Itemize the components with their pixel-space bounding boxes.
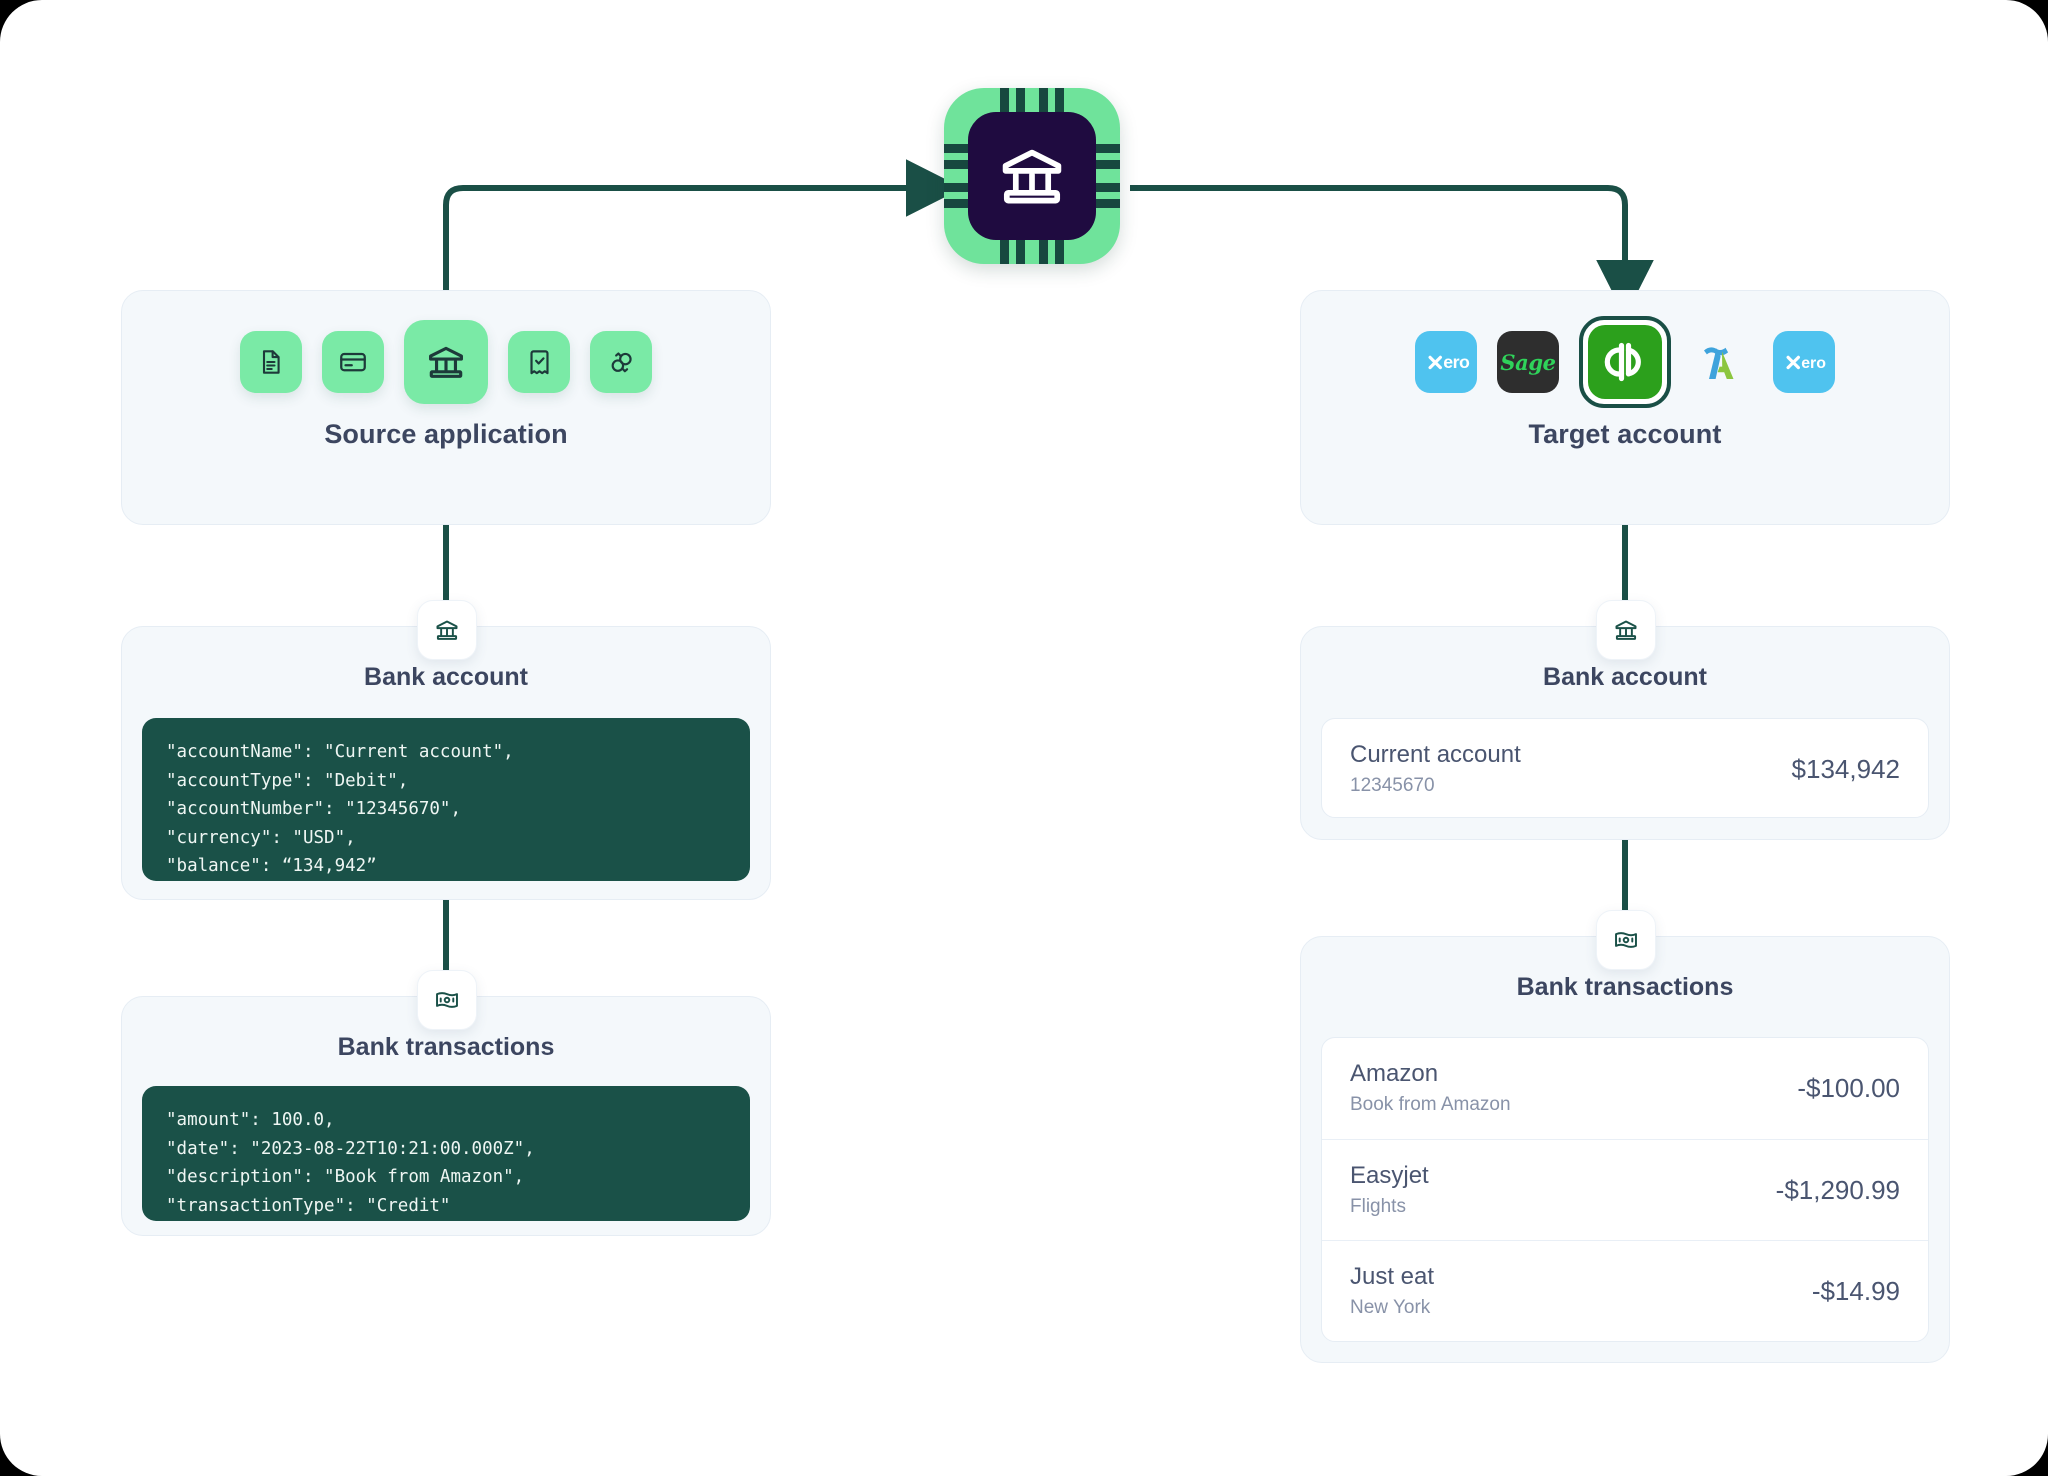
qb-glyph-icon [1604,342,1641,382]
brand-tile-quickbooks-selected[interactable] [1579,316,1671,408]
source-bank-transactions-code: "amount": 100.0, "date": "2023-08-22T10:… [142,1086,750,1221]
bank-icon [1615,620,1637,640]
transaction-amount: -$1,290.99 [1775,1174,1900,1205]
transaction-amount: -$14.99 [1811,1275,1900,1306]
source-tile-transfer-sync[interactable] [590,331,652,393]
account-number: 12345670 [1350,774,1435,796]
source-tile-row [122,291,770,419]
target-account-panel: ero Sage [1300,290,1950,525]
target-bank-account-title: Bank account [1543,663,1707,691]
source-bank-transactions-badge [417,970,477,1030]
quickbooks-logo-icon [1588,325,1662,399]
transaction-detail: Flights [1350,1195,1406,1217]
target-account-title: Target account [1528,419,1722,449]
chip-pins-icon [944,88,1120,264]
transaction-name: Just eat [1350,1262,1435,1290]
transaction-name: Easyjet [1350,1161,1429,1189]
credit-card-icon [340,352,366,372]
table-row[interactable]: Easyjet Flights -$1,290.99 [1322,1139,1928,1240]
transaction-detail: Book from Amazon [1350,1094,1511,1115]
chip-core [968,112,1096,240]
source-bank-account-title: Bank account [364,663,528,691]
source-tile-receipt-check[interactable] [508,331,570,393]
freeagent-logo-icon [1704,347,1734,379]
transaction-row-text: Amazon Book from Amazon [1350,1059,1511,1118]
transactions-list: Amazon Book from Amazon -$100.00 Easyjet… [1321,1037,1929,1342]
source-tile-bank[interactable] [404,320,488,404]
transaction-row-text: Just eat New York [1350,1262,1434,1321]
invoice-document-icon [262,350,280,374]
account-row-text: Current account 12345670 [1350,740,1521,799]
transaction-detail: New York [1350,1296,1431,1318]
xero-logo-icon: ero [1786,355,1826,372]
transfer-sync-icon [611,351,632,372]
source-tile-invoice-document[interactable] [240,331,302,393]
target-bank-transactions-badge [1596,910,1656,970]
brand-tile-sage[interactable]: Sage [1497,331,1559,393]
source-bank-transactions-title: Bank transactions [337,1033,555,1061]
xero-logo-icon: ero [1428,352,1471,372]
bank-chip-node[interactable] [944,88,1120,264]
bank-icon [1002,149,1062,204]
banknote-icon [436,992,458,1008]
target-account-list: Current account 12345670 $134,942 [1321,718,1929,818]
svg-text:ero: ero [1801,355,1826,372]
account-row[interactable]: Current account 12345670 $134,942 [1322,719,1928,817]
brand-tile-xero[interactable]: ero [1415,331,1477,393]
source-tile-credit-card[interactable] [322,331,384,393]
brand-tile-xero-alt[interactable]: ero [1773,331,1835,393]
table-row[interactable]: Just eat New York -$14.99 [1322,1240,1928,1341]
transaction-name: Amazon [1350,1060,1439,1087]
bank-icon [429,346,463,378]
svg-text:ero: ero [1443,352,1470,372]
bank-icon [436,620,458,640]
source-bank-account-code: "accountName": "Current account", "accou… [142,718,750,881]
transaction-amount: -$100.00 [1797,1073,1900,1103]
sage-logo-label: Sage [1500,349,1556,375]
target-brand-row: ero Sage [1301,291,1949,419]
account-balance: $134,942 [1791,753,1900,784]
receipt-check-icon [529,349,549,374]
account-name: Current account [1350,740,1521,768]
target-bank-transactions-title: Bank transactions [1516,973,1734,1001]
transaction-row-text: Easyjet Flights [1350,1161,1429,1220]
target-bank-account-badge [1596,600,1656,660]
source-application-panel: Source application [121,290,771,525]
source-application-title: Source application [324,419,568,449]
table-row[interactable]: Amazon Book from Amazon -$100.00 [1322,1038,1928,1139]
brand-tile-freeagent[interactable] [1691,331,1753,393]
banknote-icon [1615,932,1637,948]
source-bank-account-badge [417,600,477,660]
